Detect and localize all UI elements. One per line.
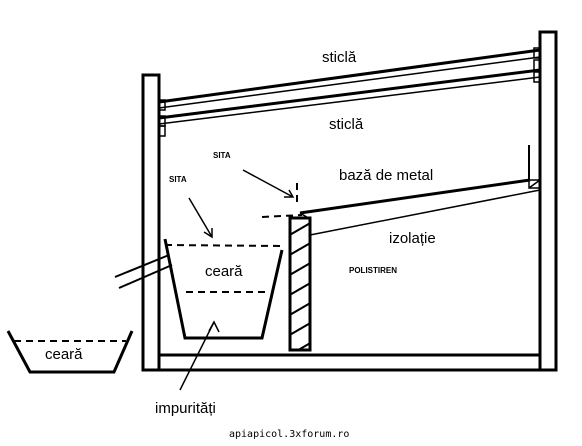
footer-source: apiapicol.3xforum.ro bbox=[229, 429, 349, 440]
label-impurities: impurități bbox=[155, 400, 216, 417]
metal-base-plate bbox=[299, 145, 541, 236]
box-frame bbox=[141, 30, 558, 372]
label-sieve-2: SITA bbox=[169, 175, 187, 184]
label-insulation: izolație bbox=[389, 230, 436, 247]
label-wax-tray: ceară bbox=[205, 263, 243, 280]
label-sieve-1: SITA bbox=[213, 151, 231, 160]
glass-panes bbox=[158, 47, 541, 137]
pointer-arrows bbox=[179, 169, 295, 391]
sieve-over-tray bbox=[164, 244, 284, 247]
wax-tray bbox=[163, 238, 284, 340]
outside-tray bbox=[6, 330, 134, 374]
label-metal-base: bază de metal bbox=[339, 167, 433, 184]
sieves bbox=[164, 183, 303, 247]
label-wax-outside: ceară bbox=[45, 346, 83, 363]
right-wall bbox=[538, 30, 558, 372]
sieve-top bbox=[261, 214, 303, 218]
arrow-sita-left bbox=[188, 197, 213, 239]
label-glass-lower: sticlă bbox=[329, 116, 364, 133]
support-post bbox=[288, 216, 312, 352]
label-polystyrene: POLISTIREN bbox=[349, 266, 397, 275]
arrow-sita-top bbox=[242, 169, 295, 198]
left-wall bbox=[141, 73, 161, 372]
label-glass-top: sticlă bbox=[322, 49, 357, 66]
outlet-spout bbox=[114, 254, 173, 289]
arrow-impurities bbox=[179, 320, 220, 391]
